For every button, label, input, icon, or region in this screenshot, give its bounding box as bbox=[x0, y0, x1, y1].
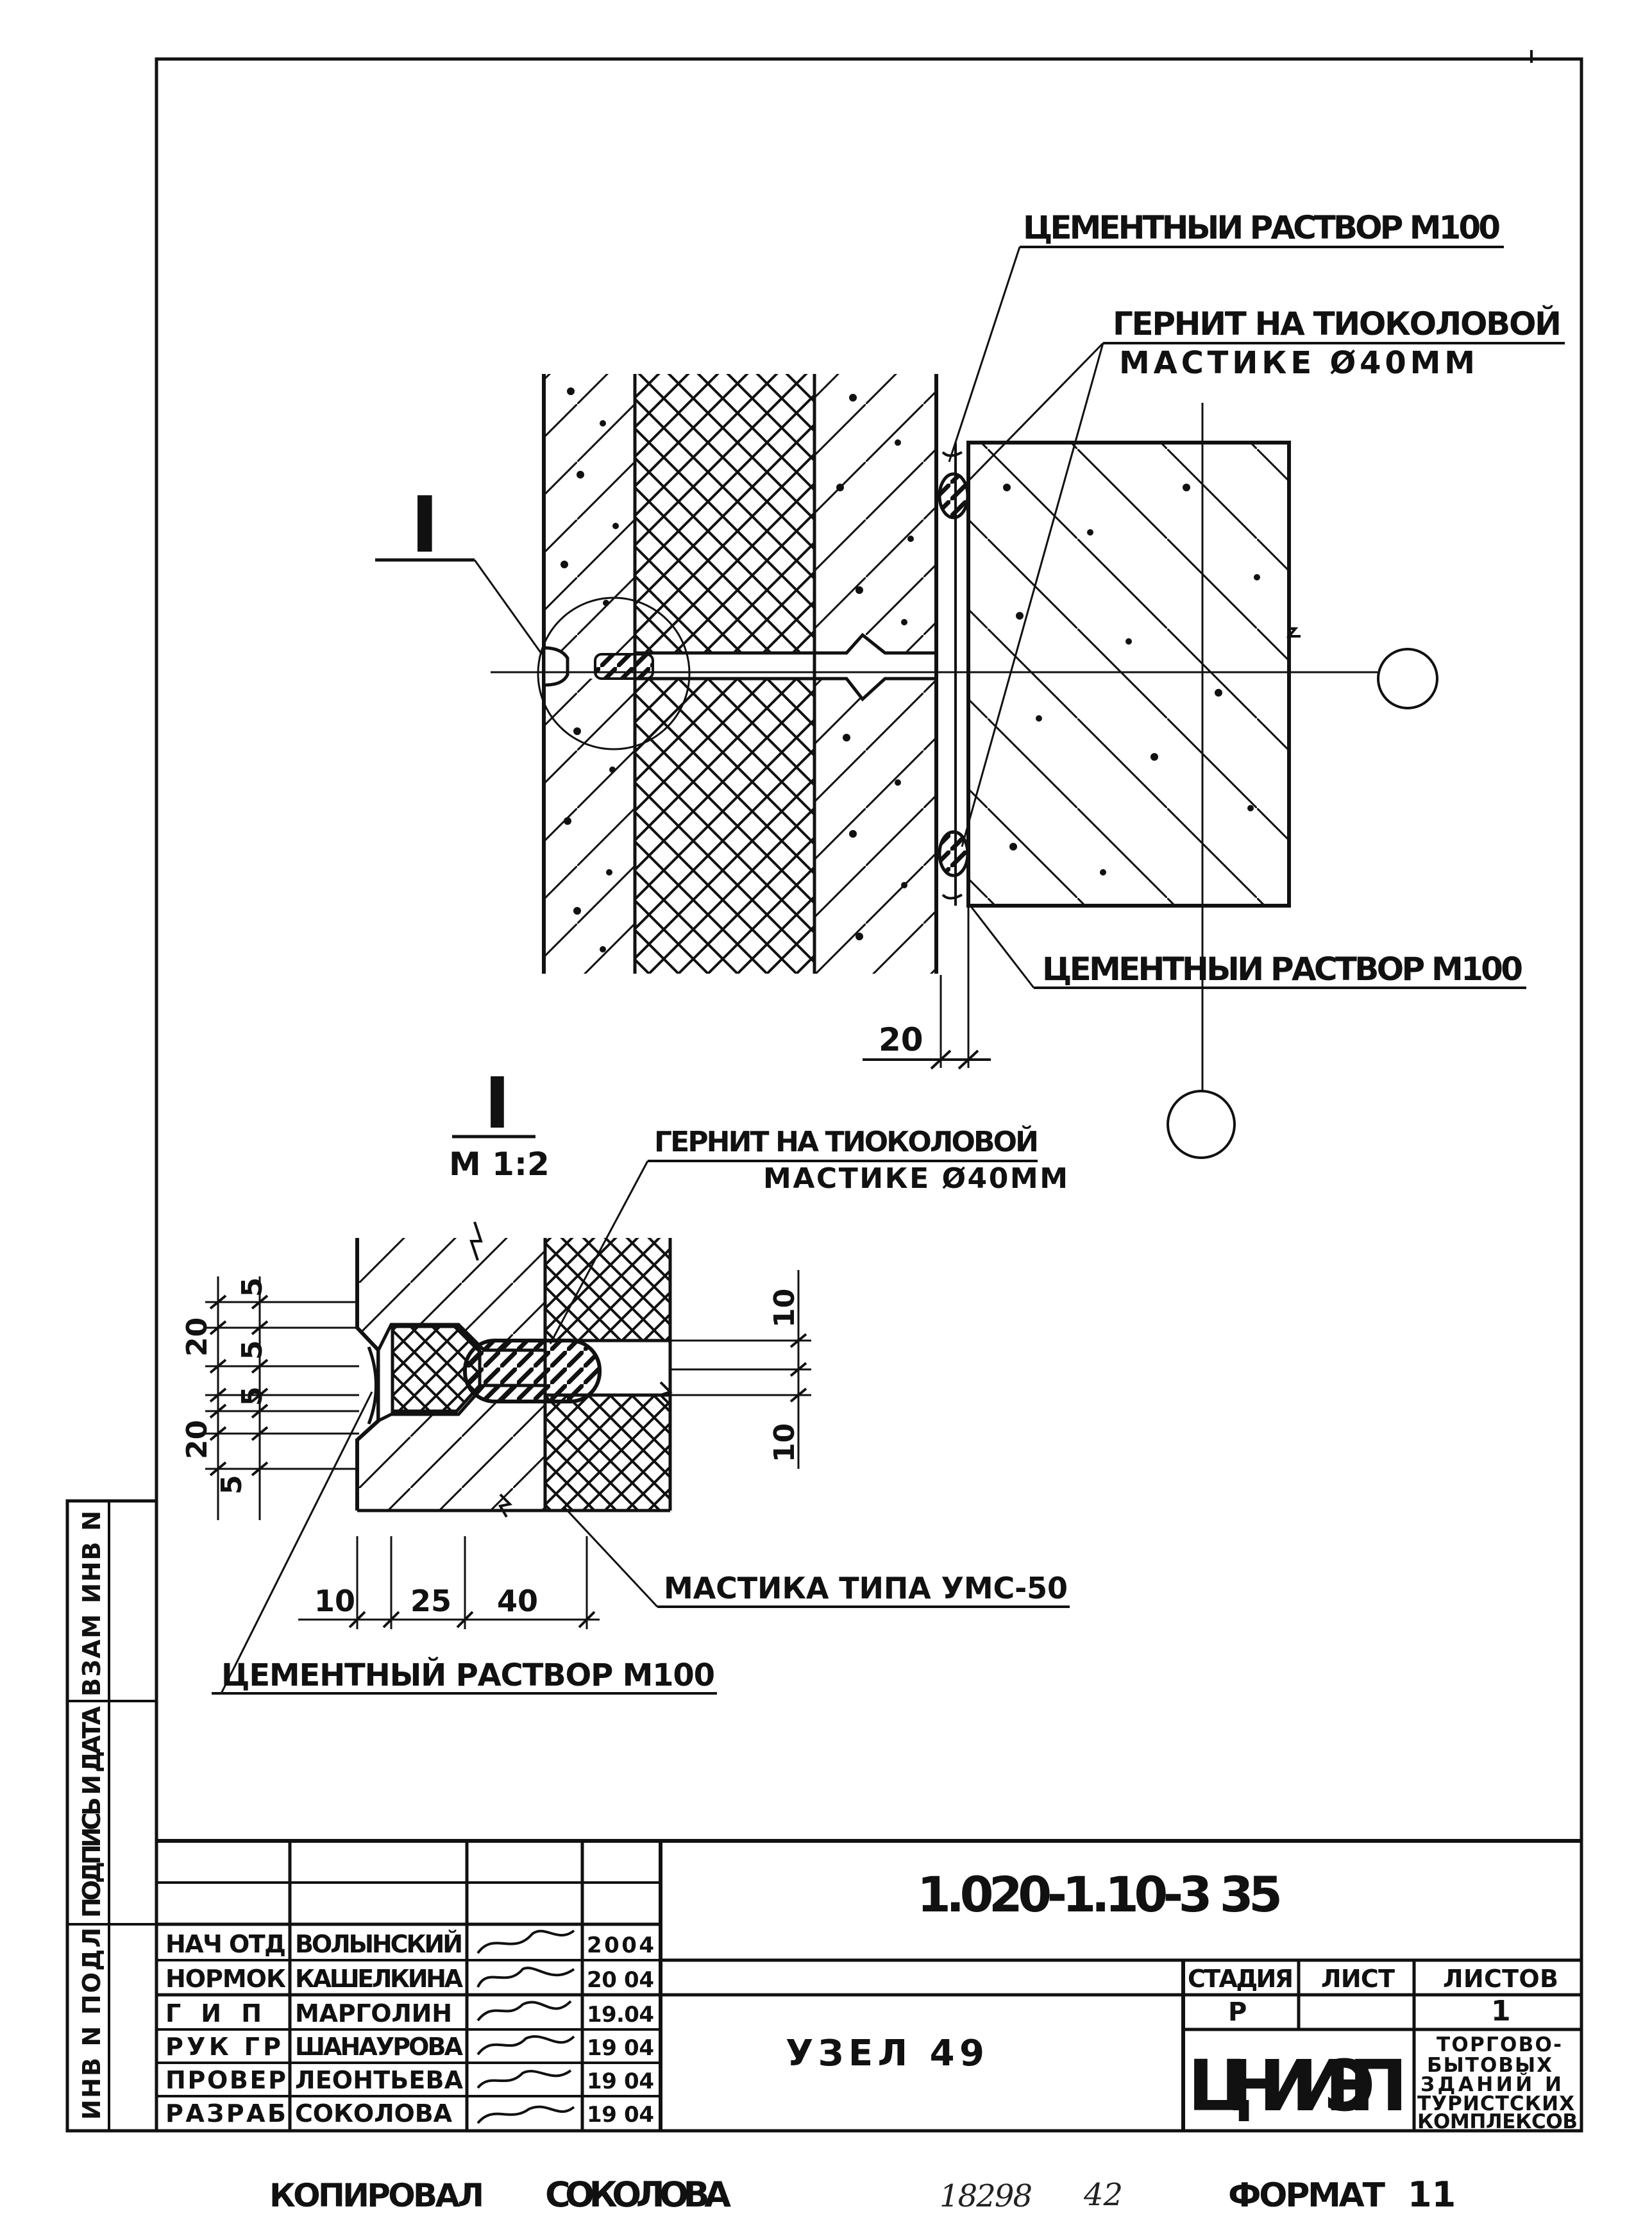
row-name: ВОЛЫНСКИЙ bbox=[295, 1930, 463, 1958]
footer-copied-by: СОКОЛОВА bbox=[545, 2174, 731, 2215]
row-role: НОРМОК bbox=[165, 1965, 286, 1993]
label-gernit-line2: МАСТИКЕ Ø40ММ bbox=[1119, 345, 1475, 381]
org-desc-line: БЫТОВЫХ bbox=[1427, 2054, 1552, 2077]
row-role: НАЧ ОТД bbox=[165, 1930, 286, 1958]
row-name: МАРГОЛИН bbox=[295, 1999, 452, 2028]
footer-format-label: ФОРМАТ bbox=[1228, 2176, 1386, 2215]
row-name: КАШЕЛКИНА bbox=[295, 1965, 464, 1993]
org-desc-line: КОМПЛЕКСОВ bbox=[1417, 2110, 1578, 2133]
footer-format-value: 11 bbox=[1408, 2174, 1456, 2215]
row-date: 19.04 bbox=[587, 2002, 654, 2028]
row-name: ШАНАУРОВА bbox=[295, 2033, 464, 2061]
stamp-inv-podl: ИНВ N ПОДЛ bbox=[78, 1927, 106, 2120]
detail-drawing: I М 1:2 bbox=[181, 1062, 1070, 1695]
detail-left-dim-1: 5 bbox=[236, 1277, 269, 1297]
detail-left-dim-4: 5 bbox=[236, 1386, 269, 1406]
detail-right-dim-1: 10 bbox=[768, 1289, 801, 1328]
stamp-signature-date: ПОДПИСЬ И ДАТА bbox=[78, 1706, 106, 1918]
row-name: СОКОЛОВА bbox=[295, 2099, 453, 2128]
detail-label-mortar: ЦЕМЕНТНЫЙ РАСТВОР М100 bbox=[221, 1657, 715, 1693]
detail-left-dim-2: 20 bbox=[181, 1317, 214, 1357]
row-date: 20 04 bbox=[587, 1967, 654, 1993]
dim-20: 20 bbox=[879, 1021, 923, 1058]
signatures bbox=[476, 1929, 575, 2124]
row-date: 19 04 bbox=[587, 2069, 654, 2094]
row-date: 19 04 bbox=[587, 2035, 654, 2061]
detail-title: I bbox=[484, 1062, 510, 1144]
footer-inventory-sheet: 42 bbox=[1083, 2177, 1123, 2213]
detail-bottom-dim-3: 40 bbox=[497, 1584, 538, 1618]
row-date: 19 04 bbox=[587, 2102, 654, 2128]
main-section bbox=[375, 246, 1565, 1159]
detail-bottom-dim-2: 25 bbox=[410, 1584, 451, 1618]
org-desc-line: ТУРИСТСКИХ bbox=[1417, 2092, 1574, 2115]
org-desc-line: ТОРГОВО- bbox=[1437, 2033, 1562, 2056]
stage-value: Р bbox=[1228, 1997, 1247, 2027]
sheet-frame bbox=[155, 57, 1583, 2133]
stamp-vzam-inv: ВЗАМ ИНВ N bbox=[78, 1511, 106, 1697]
drawing-code: 1.020-1.10-3 35 bbox=[917, 1866, 1283, 1923]
detail-label-mastic: МАСТИКА ТИПА УМС-50 bbox=[664, 1571, 1068, 1605]
detail-scale: М 1:2 bbox=[449, 1146, 550, 1183]
org-logo: ЦНИИЭП bbox=[1188, 2045, 1409, 2127]
row-name: ЛЕОНТЬЕВА bbox=[295, 2066, 464, 2094]
label-top-mortar: ЦЕМЕНТНЫИ РАСТВОР М100 bbox=[1023, 209, 1501, 246]
detail-label-gernit-line2: МАСТИКЕ Ø40ММ bbox=[763, 1162, 1068, 1195]
sheet-header: ЛИСТ bbox=[1321, 1965, 1395, 1993]
label-bottom-mortar: ЦЕМЕНТНЫИ РАСТВОР М100 bbox=[1042, 951, 1523, 988]
detail-right-dim-2: 10 bbox=[768, 1423, 801, 1462]
section-mark: I bbox=[410, 481, 439, 570]
title-block bbox=[156, 1839, 1581, 2131]
sheets-header: ЛИСТОВ bbox=[1443, 1965, 1558, 1993]
footer-copied-label: КОПИРОВАЛ bbox=[269, 2177, 484, 2214]
detail-left-dim-6: 5 bbox=[215, 1475, 248, 1495]
row-role: РУК ГР bbox=[165, 2033, 281, 2061]
detail-left-dim-5: 20 bbox=[181, 1420, 214, 1459]
org-desc-line: ЗДАНИЙ И bbox=[1420, 2073, 1562, 2096]
stage-header: СТАДИЯ bbox=[1188, 1965, 1294, 1993]
label-gernit-line1: ГЕРНИТ НА ТИОКОЛОВОЙ bbox=[1113, 305, 1562, 343]
drawing-name: УЗЕЛ 49 bbox=[786, 2033, 984, 2074]
row-role: ГИП bbox=[165, 1999, 262, 2028]
row-role: РАЗРАБ bbox=[165, 2099, 286, 2128]
row-date: 2004 bbox=[587, 1933, 654, 1958]
detail-bottom-dim-1: 10 bbox=[314, 1584, 355, 1618]
detail-label-gernit-line1: ГЕРНИТ НА ТИОКОЛОВОЙ bbox=[654, 1124, 1039, 1158]
detail-left-dim-3: 5 bbox=[236, 1340, 269, 1360]
footer-inventory-number: 18298 bbox=[940, 2178, 1032, 2214]
row-role: ПРОВЕР bbox=[165, 2066, 286, 2094]
sheets-value: 1 bbox=[1491, 1995, 1511, 2028]
side-stamp bbox=[65, 1499, 158, 2133]
